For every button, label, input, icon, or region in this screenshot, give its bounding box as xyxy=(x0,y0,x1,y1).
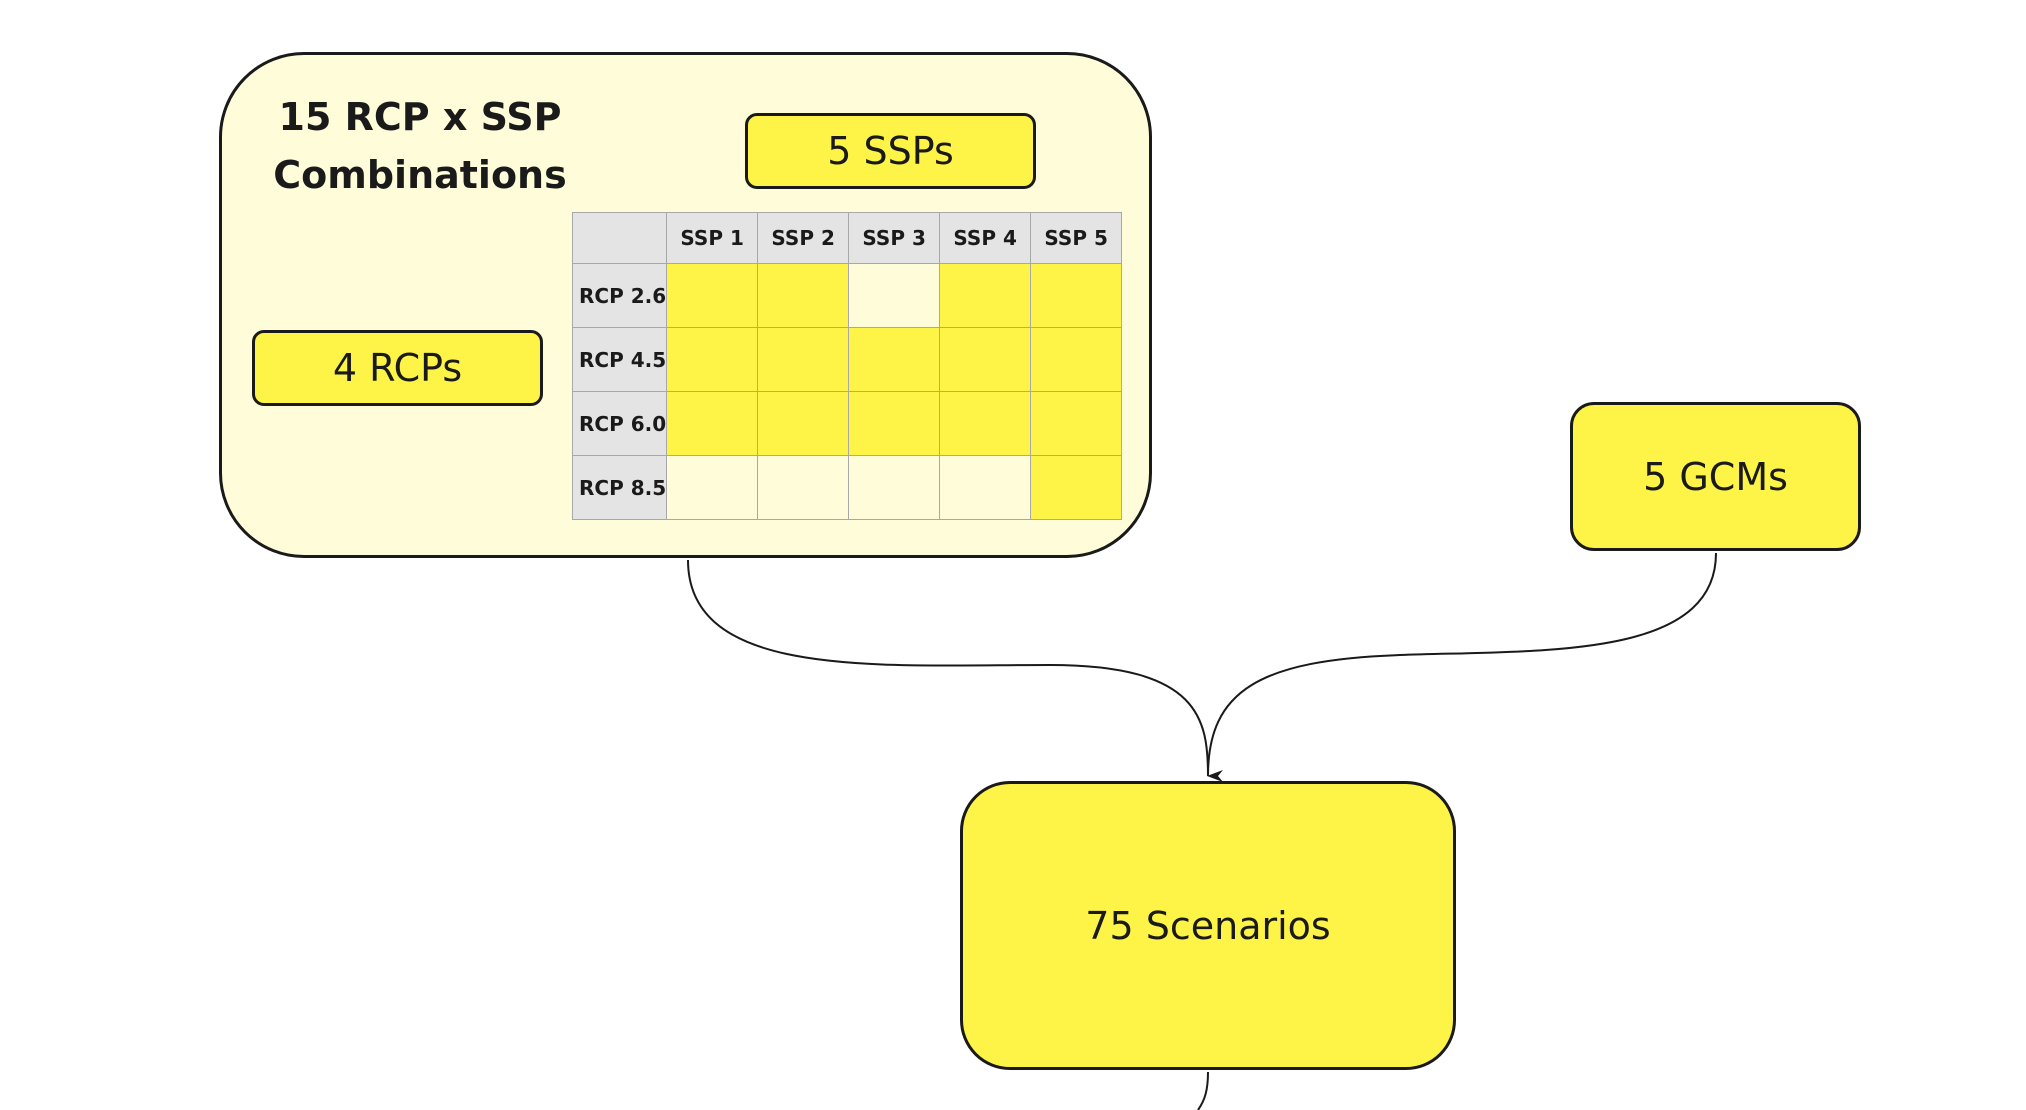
matrix-col-header: SSP 4 xyxy=(939,212,1032,264)
matrix-cell xyxy=(666,455,759,520)
matrix-cell xyxy=(939,327,1032,392)
matrix-col-header: SSP 1 xyxy=(666,212,759,264)
scenarios-label: 75 Scenarios xyxy=(1085,903,1331,948)
matrix-row: RCP 4.5 xyxy=(571,327,1123,392)
rcp-ssp-matrix: SSP 1 SSP 2 SSP 3 SSP 4 SSP 5 RCP 2.6 RC… xyxy=(571,212,1123,520)
ssps-box: 5 SSPs xyxy=(745,113,1036,189)
matrix-cell xyxy=(757,263,850,328)
connector-combinations-to-scenarios xyxy=(687,559,1224,782)
matrix-row: RCP 2.6 xyxy=(571,263,1123,328)
matrix-row-header: RCP 2.6 xyxy=(571,263,668,328)
matrix-cell xyxy=(666,327,759,392)
matrix-row-header: RCP 6.0 xyxy=(571,391,668,456)
matrix-cell xyxy=(666,263,759,328)
rcps-label: 4 RCPs xyxy=(332,346,463,390)
matrix-corner-cell xyxy=(571,212,668,264)
matrix-cell xyxy=(757,391,850,456)
matrix-cell xyxy=(848,455,941,520)
matrix-row: RCP 8.5 xyxy=(571,455,1123,520)
matrix-row-header: RCP 4.5 xyxy=(571,327,668,392)
matrix-cell xyxy=(666,391,759,456)
gcms-box: 5 GCMs xyxy=(1570,402,1861,551)
matrix-cell xyxy=(757,327,850,392)
matrix-cell xyxy=(1030,263,1123,328)
matrix-cell xyxy=(1030,391,1123,456)
matrix-cell xyxy=(757,455,850,520)
matrix-row-header: RCP 8.5 xyxy=(571,455,668,520)
matrix-cell xyxy=(848,391,941,456)
matrix-cell xyxy=(848,263,941,328)
matrix-header-row: SSP 1 SSP 2 SSP 3 SSP 4 SSP 5 xyxy=(571,212,1123,264)
combinations-title: 15 RCP x SSP Combinations xyxy=(273,95,567,197)
matrix-cell xyxy=(939,455,1032,520)
matrix-cell xyxy=(1030,455,1123,520)
connector-gcms-to-scenarios xyxy=(1207,552,1717,777)
matrix-col-header: SSP 5 xyxy=(1030,212,1123,264)
scenarios-box: 75 Scenarios xyxy=(960,781,1456,1070)
matrix-cell xyxy=(939,391,1032,456)
matrix-cell xyxy=(848,327,941,392)
connector-scenarios-out xyxy=(1197,1071,1209,1110)
rcps-box: 4 RCPs xyxy=(252,330,543,406)
matrix-cell xyxy=(939,263,1032,328)
ssps-label: 5 SSPs xyxy=(827,129,954,173)
matrix-col-header: SSP 2 xyxy=(757,212,850,264)
matrix-row: RCP 6.0 xyxy=(571,391,1123,456)
matrix-cell xyxy=(1030,327,1123,392)
matrix-col-header: SSP 3 xyxy=(848,212,941,264)
gcms-label: 5 GCMs xyxy=(1643,454,1788,499)
